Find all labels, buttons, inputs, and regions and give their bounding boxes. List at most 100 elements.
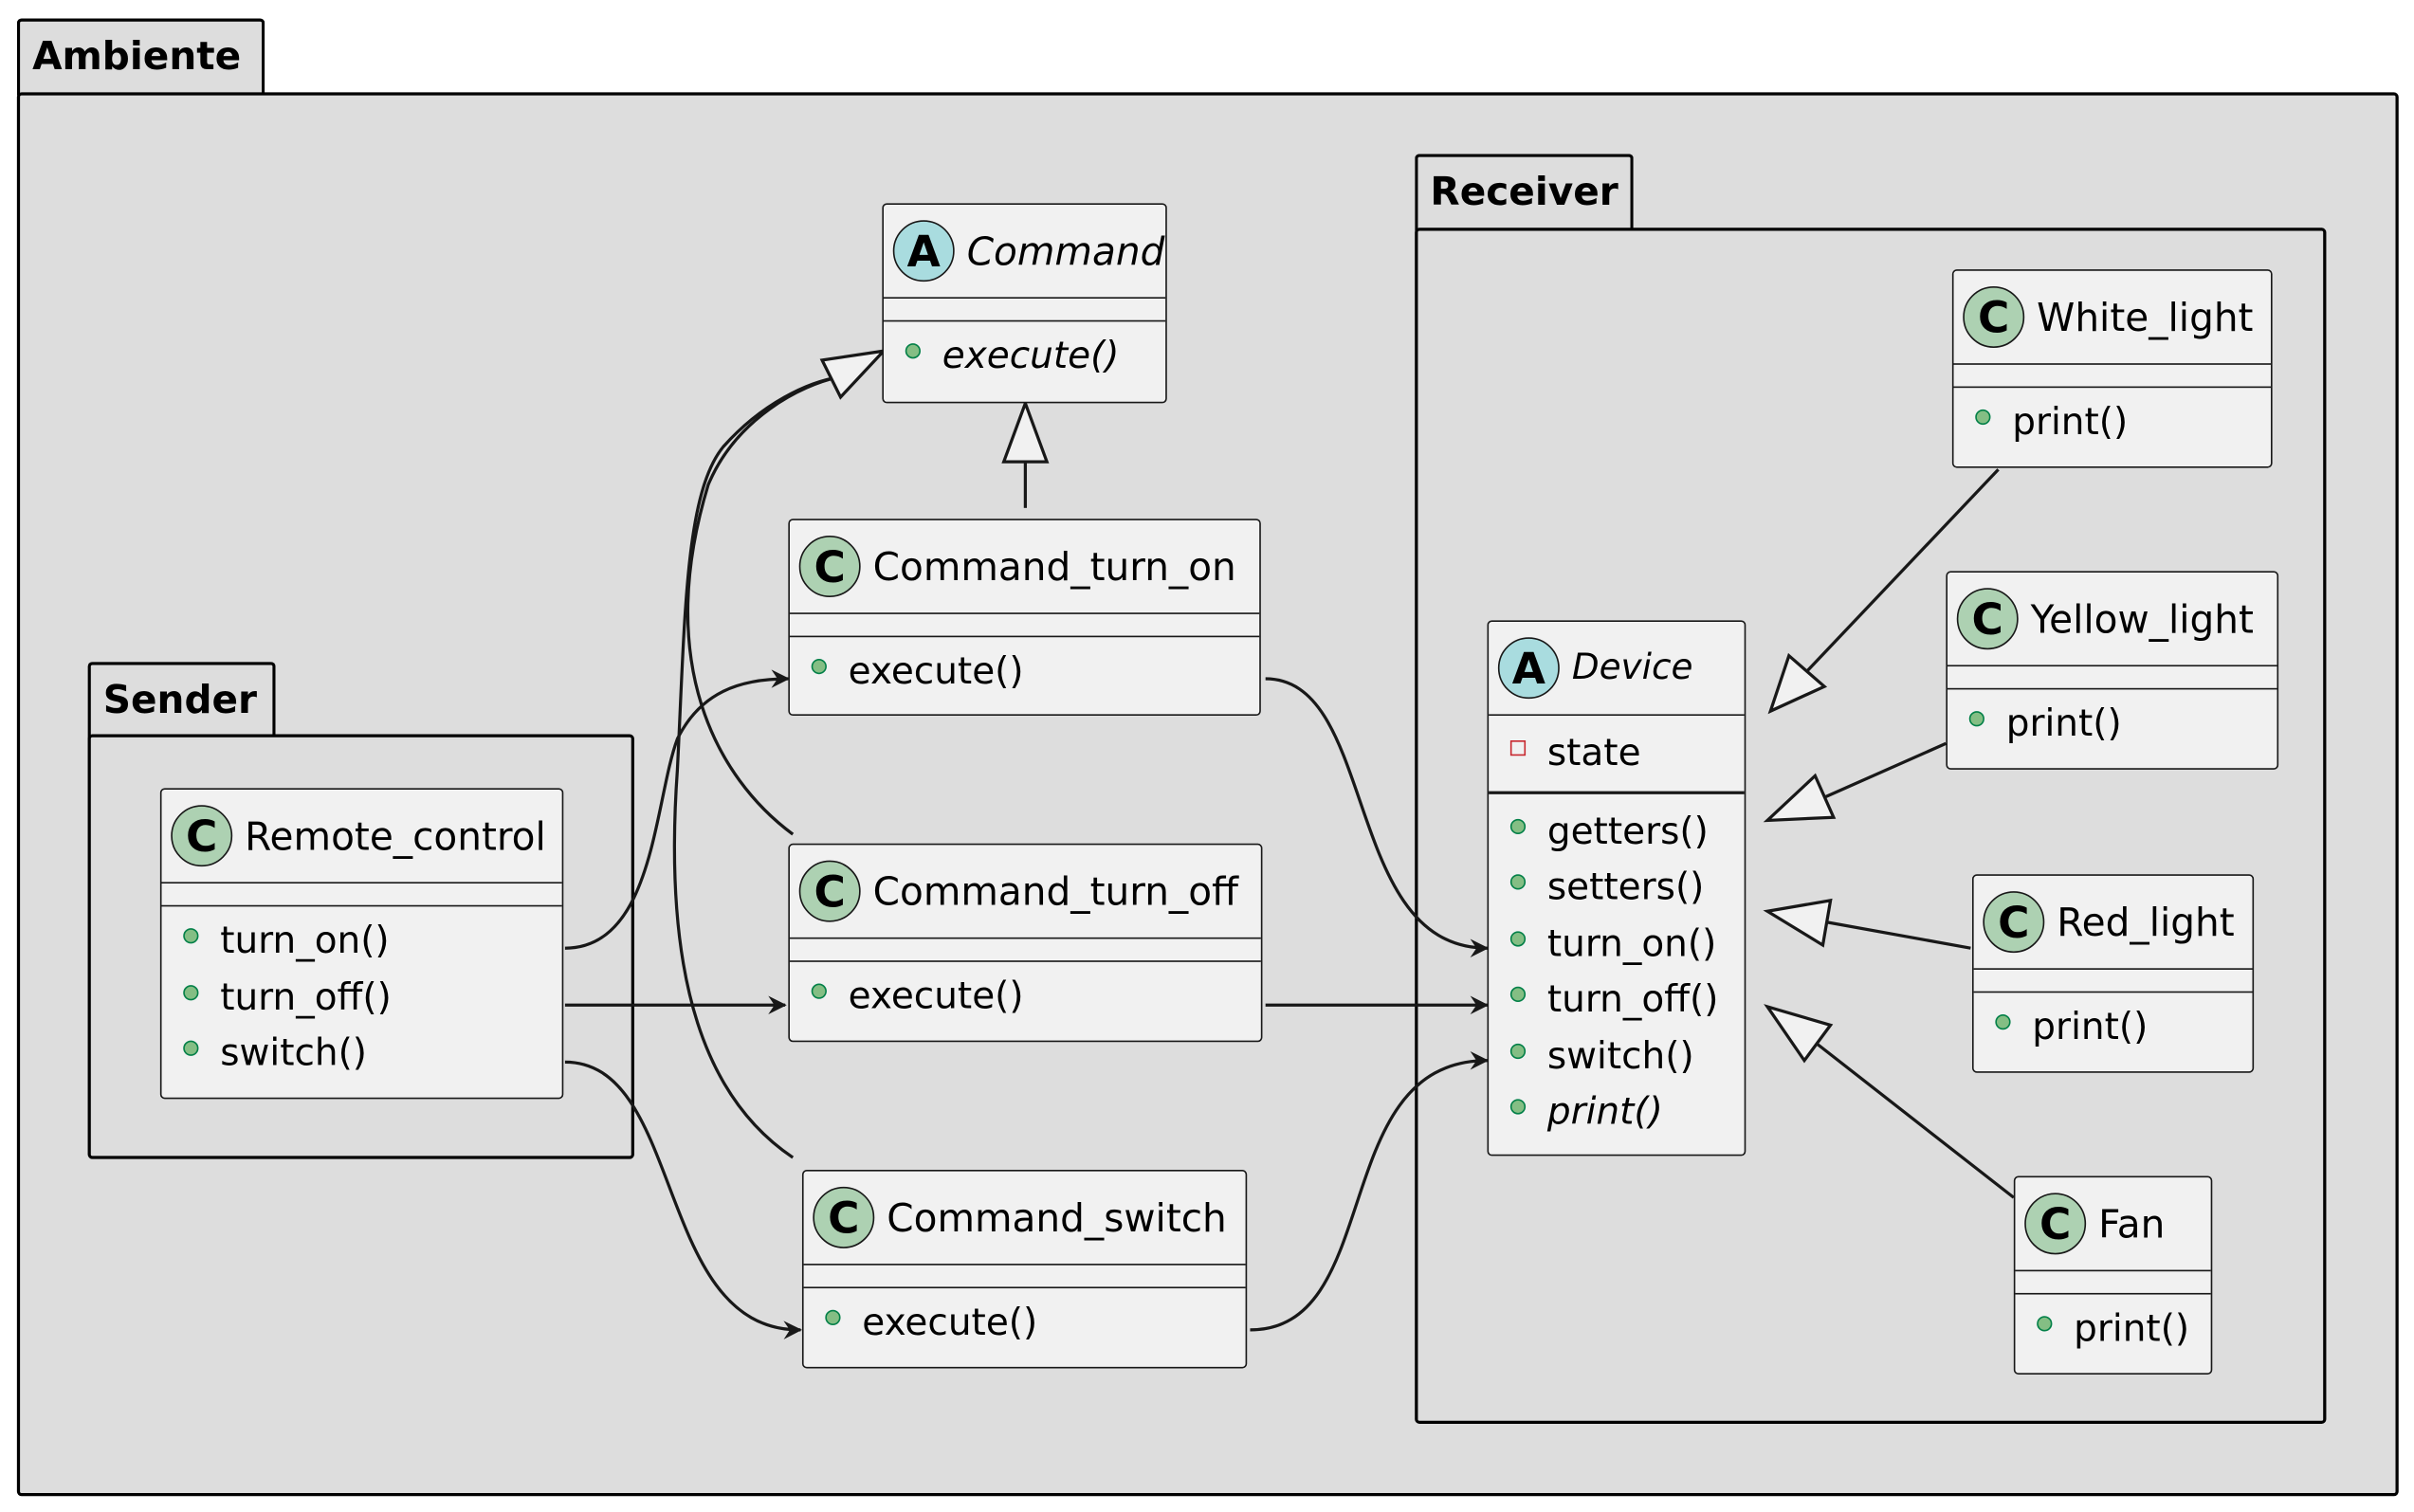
class-header: C Red_light bbox=[1974, 876, 2253, 968]
abstract-class-icon: A bbox=[892, 220, 955, 282]
method-name: switch() bbox=[220, 1030, 368, 1075]
method-name: execute() bbox=[848, 649, 1024, 693]
class-name: White_light bbox=[2037, 294, 2254, 340]
method-name: print() bbox=[2032, 1005, 2149, 1048]
method-row: execute() bbox=[790, 644, 1259, 700]
class-icon: C bbox=[813, 1186, 875, 1248]
abstract-class-icon: A bbox=[1497, 637, 1560, 700]
method-row: switch() bbox=[1489, 1028, 1745, 1084]
package-receiver-label: Receiver bbox=[1430, 169, 1618, 214]
class-header: C Remote_control bbox=[161, 790, 561, 882]
method-name: switch() bbox=[1546, 1033, 1694, 1077]
class-icon: C bbox=[171, 805, 233, 867]
public-visibility-icon bbox=[1509, 818, 1527, 834]
class-name: Command bbox=[966, 228, 1165, 274]
class-icon: C bbox=[1956, 588, 2019, 650]
class-red-light[interactable]: C Red_light print() bbox=[1971, 874, 2255, 1073]
package-receiver-tab: Receiver bbox=[1415, 154, 1634, 231]
package-ambiente-tab: Ambiente bbox=[16, 18, 265, 96]
package-sender-label: Sender bbox=[102, 677, 258, 722]
class-header: C Yellow_light bbox=[1948, 573, 2277, 665]
class-header: C Command_switch bbox=[804, 1172, 1246, 1264]
class-command-turn-on[interactable]: C Command_turn_on execute() bbox=[788, 519, 1261, 717]
class-command-turn-off[interactable]: C Command_turn_off execute() bbox=[788, 843, 1263, 1043]
class-icon: C bbox=[798, 860, 861, 922]
class-name: Remote_control bbox=[245, 813, 546, 859]
public-visibility-icon bbox=[183, 984, 199, 1000]
method-row: execute() bbox=[790, 968, 1261, 1024]
method-name: setters() bbox=[1546, 865, 1705, 908]
public-visibility-icon bbox=[183, 928, 199, 944]
class-fan[interactable]: C Fan print() bbox=[2013, 1175, 2213, 1375]
method-row: turn_on() bbox=[1489, 915, 1745, 971]
class-white-light[interactable]: C White_light print() bbox=[1951, 269, 2273, 468]
method-name: execute() bbox=[862, 1301, 1038, 1344]
method-row: print() bbox=[1489, 1084, 1745, 1139]
class-device[interactable]: A Device state getters() setters() turn_… bbox=[1487, 620, 1746, 1157]
method-row: print() bbox=[1974, 999, 2253, 1055]
class-header: C Command_turn_off bbox=[790, 845, 1261, 937]
class-command-switch[interactable]: C Command_switch execute() bbox=[801, 1170, 1248, 1369]
class-header: A Device bbox=[1489, 622, 1745, 714]
method-name: turn_off() bbox=[1546, 977, 1719, 1021]
class-header: C Fan bbox=[2015, 1177, 2210, 1269]
method-row: turn_off() bbox=[161, 969, 561, 1025]
class-name: Command_turn_on bbox=[872, 543, 1236, 590]
public-visibility-icon bbox=[1995, 1014, 2011, 1030]
method-row: print() bbox=[2015, 1301, 2210, 1357]
class-command[interactable]: A Command execute() bbox=[882, 203, 1167, 404]
package-ambiente-label: Ambiente bbox=[32, 33, 242, 79]
private-visibility-icon bbox=[1509, 740, 1527, 756]
method-name: execute() bbox=[942, 334, 1120, 377]
public-visibility-icon bbox=[811, 983, 827, 999]
class-icon: C bbox=[2024, 1193, 2087, 1255]
method-name: turn_on() bbox=[1546, 920, 1717, 965]
public-visibility-icon bbox=[1509, 1043, 1527, 1059]
class-icon: C bbox=[798, 536, 861, 598]
method-name: print() bbox=[2005, 701, 2122, 745]
method-name: turn_on() bbox=[220, 919, 390, 962]
class-name: Command_turn_off bbox=[872, 868, 1239, 914]
class-icon: C bbox=[1983, 891, 2045, 954]
public-visibility-icon bbox=[1509, 986, 1527, 1003]
public-visibility-icon bbox=[1509, 1099, 1527, 1115]
field-name: state bbox=[1546, 731, 1641, 774]
class-header: C White_light bbox=[1954, 271, 2271, 363]
class-remote-control[interactable]: C Remote_control turn_on() turn_off() sw… bbox=[159, 788, 564, 1100]
method-row: print() bbox=[1948, 696, 2277, 752]
public-visibility-icon bbox=[1509, 874, 1527, 890]
method-row: execute() bbox=[804, 1295, 1246, 1351]
class-name: Yellow_light bbox=[2030, 596, 2254, 642]
class-name: Device bbox=[1571, 647, 1693, 688]
public-visibility-icon bbox=[1968, 711, 1984, 727]
public-visibility-icon bbox=[811, 658, 827, 675]
public-visibility-icon bbox=[2037, 1316, 2053, 1332]
public-visibility-icon bbox=[825, 1309, 841, 1326]
method-row: setters() bbox=[1489, 859, 1745, 915]
class-name: Red_light bbox=[2057, 900, 2235, 945]
class-header: C Command_turn_on bbox=[790, 520, 1259, 612]
class-icon: C bbox=[1963, 286, 2025, 348]
method-row: execute() bbox=[884, 328, 1165, 384]
public-visibility-icon bbox=[1975, 409, 1991, 426]
public-visibility-icon bbox=[905, 343, 921, 359]
class-name: Fan bbox=[2098, 1201, 2166, 1247]
method-name: turn_off() bbox=[220, 975, 392, 1019]
class-name: Command_switch bbox=[887, 1194, 1227, 1240]
method-row: turn_on() bbox=[161, 913, 561, 969]
class-yellow-light[interactable]: C Yellow_light print() bbox=[1946, 571, 2279, 770]
package-sender-tab: Sender bbox=[87, 662, 276, 739]
public-visibility-icon bbox=[183, 1040, 199, 1056]
method-row: getters() bbox=[1489, 803, 1745, 859]
method-name: print() bbox=[2074, 1306, 2190, 1351]
class-header: A Command bbox=[884, 205, 1165, 297]
method-row: turn_off() bbox=[1489, 972, 1745, 1028]
method-name: print() bbox=[1546, 1089, 1663, 1134]
public-visibility-icon bbox=[1509, 930, 1527, 946]
method-name: execute() bbox=[848, 974, 1024, 1018]
method-name: getters() bbox=[1546, 809, 1709, 852]
field-row: state bbox=[1489, 725, 1745, 781]
method-name: print() bbox=[2012, 400, 2129, 444]
method-row: print() bbox=[1954, 394, 2271, 450]
